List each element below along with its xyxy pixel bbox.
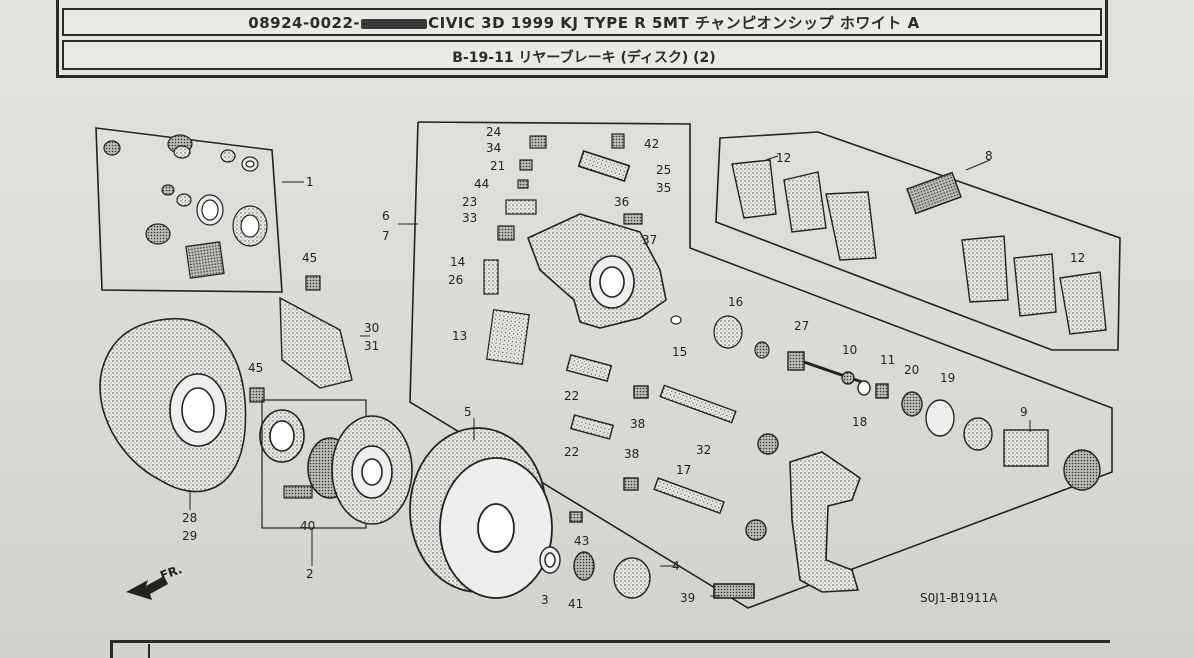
callout-2: 2 (306, 567, 314, 581)
redacted-block (361, 18, 428, 29)
callout-37: 37 (642, 233, 657, 247)
callout-44: 44 (474, 177, 489, 191)
callout-40: 40 (300, 519, 315, 533)
callout-32: 32 (696, 443, 711, 457)
callout-25: 25 (656, 163, 671, 177)
hub-seal (259, 409, 305, 463)
callout-16: 16 (728, 295, 743, 309)
caliper-bracket (713, 451, 861, 599)
callout-27: 27 (794, 319, 809, 333)
callout-4: 4 (672, 559, 680, 573)
seal-kit-box (95, 127, 283, 293)
header-title-partno: 08924-0022- (248, 14, 361, 32)
callout-12a: 12 (776, 151, 791, 165)
callout-23: 23 (462, 195, 477, 209)
caliper-body (526, 149, 667, 329)
callout-8: 8 (985, 149, 993, 163)
caliper-small-parts (483, 133, 770, 365)
callout-12b: 12 (1070, 251, 1085, 265)
bolts-45 (249, 275, 321, 403)
front-arrow (126, 576, 168, 600)
callout-11: 11 (880, 353, 895, 367)
callout-35: 35 (656, 181, 671, 195)
callout-5: 5 (464, 405, 472, 419)
callout-34: 34 (486, 141, 501, 155)
callout-20: 20 (904, 363, 919, 377)
callout-38a: 38 (630, 417, 645, 431)
callout-29: 29 (182, 529, 197, 543)
header-title: 08924-0022- CIVIC 3D 1999 KJ TYPE R 5MT チ… (64, 12, 1104, 33)
callout-33: 33 (462, 211, 477, 225)
callout-3: 3 (541, 593, 549, 607)
header-subtitle: B-19-11 リヤーブレーキ (ディスク) (2) (452, 50, 716, 66)
hub-bearing (261, 399, 413, 529)
hub-bolt (283, 485, 313, 499)
kit-parts (103, 134, 268, 279)
footer-table-divider (148, 644, 1108, 658)
callout-22a: 22 (564, 389, 579, 403)
callout-41: 41 (568, 597, 583, 611)
callout-45b: 45 (248, 361, 263, 375)
callout-39: 39 (680, 591, 695, 605)
callout-18: 18 (852, 415, 867, 429)
callout-6: 6 (382, 209, 390, 223)
callout-1: 1 (306, 175, 314, 189)
header-title-row: 08924-0022- CIVIC 3D 1999 KJ TYPE R 5MT チ… (62, 8, 1102, 36)
header-title-model: CIVIC 3D 1999 KJ TYPE R 5MT チャンピオンシップ ホワ… (428, 14, 920, 32)
callout-26: 26 (448, 273, 463, 287)
callout-7: 7 (382, 229, 390, 243)
callout-30: 30 (364, 321, 379, 335)
pad-set-box (715, 131, 1121, 351)
callout-42: 42 (644, 137, 659, 151)
callout-31: 31 (364, 339, 379, 353)
callout-21: 21 (490, 159, 505, 173)
callout-28: 28 (182, 511, 197, 525)
dust-shield (99, 317, 247, 493)
footer-table-edge (110, 640, 1110, 658)
callout-43: 43 (574, 534, 589, 548)
callout-13: 13 (452, 329, 467, 343)
brake-disc (409, 427, 553, 599)
drawing-code: S0J1-B1911A (920, 591, 998, 605)
leader-lines (189, 155, 1031, 597)
callout-36: 36 (614, 195, 629, 209)
callout-15: 15 (672, 345, 687, 359)
callout-14: 14 (450, 255, 465, 269)
piston-shaft-parts (565, 351, 1101, 541)
callout-10: 10 (842, 343, 857, 357)
callout-22b: 22 (564, 445, 579, 459)
splash-guard (279, 296, 353, 389)
header-subtitle-row: B-19-11 リヤーブレーキ (ディスク) (2) (62, 40, 1102, 70)
callout-9: 9 (1020, 405, 1028, 419)
callout-24: 24 (486, 125, 501, 139)
direction-label: FR. (158, 562, 184, 583)
callout-45a: 45 (302, 251, 317, 265)
washers-nut-cap (539, 511, 651, 599)
callout-numbers: 1 2 3 4 5 6 7 8 9 10 11 12 12 13 14 15 1… (182, 125, 1085, 611)
callout-19: 19 (940, 371, 955, 385)
callout-17: 17 (676, 463, 691, 477)
brake-pads (731, 159, 1107, 335)
callout-38b: 38 (624, 447, 639, 461)
